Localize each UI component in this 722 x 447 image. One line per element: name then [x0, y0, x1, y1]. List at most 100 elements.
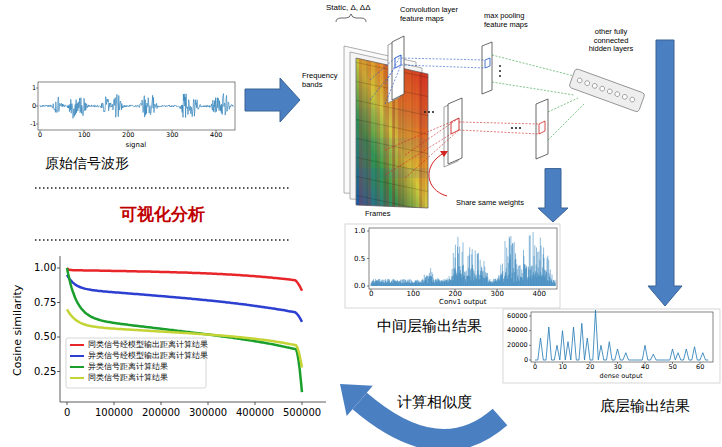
similarity-chart — [57, 256, 326, 405]
tick-label: 100 — [78, 132, 90, 139]
figure-label: max pooling feature maps — [484, 12, 539, 29]
similarity-chart-part — [57, 268, 302, 405]
cnn-illustration-part-part — [354, 178, 430, 188]
tick-label: 0.50 — [34, 331, 56, 343]
cnn-illustration-part-part — [599, 86, 605, 92]
cnn-illustration-part — [385, 118, 539, 178]
cnn-illustration-part-part — [354, 138, 430, 154]
cnn-illustration-part — [499, 65, 501, 67]
tick-label: 100 — [407, 290, 420, 298]
cnn-illustration-part — [428, 111, 430, 113]
tick-label: 1.0 — [354, 227, 365, 235]
figure-label: Static, Δ, ΔΔ — [326, 3, 371, 12]
conv1-chart — [345, 224, 560, 308]
legend-text: 异类信号距离计算结果 — [88, 363, 168, 372]
legend-swatch — [70, 344, 84, 347]
tick-label: 0.0 — [354, 282, 365, 290]
tick-label: 100000 — [95, 407, 133, 419]
axis-title: signal — [126, 141, 147, 149]
conv1-chart-part — [369, 228, 557, 289]
tick-label: 200 — [449, 290, 462, 298]
signal-chart-part — [40, 94, 233, 119]
cnn-illustration-part — [448, 98, 462, 164]
cnn-illustration-part-part — [622, 94, 628, 100]
tick-label: 1.00 — [34, 262, 56, 274]
tick-label: 60 — [696, 364, 704, 371]
cnn-illustration-part-part — [412, 55, 413, 212]
tick-label: 20000 — [507, 342, 528, 349]
arrow-head — [340, 384, 373, 416]
block-arrow — [538, 169, 568, 222]
flow-arrow — [538, 169, 568, 222]
cnn-illustration-part — [519, 127, 521, 129]
similarity-chart-part — [67, 268, 302, 392]
cnn-illustration-part-part — [354, 195, 430, 211]
cnn-illustration-part-part — [354, 128, 430, 138]
cnn-illustration-part — [482, 42, 492, 94]
tick-label: 400 — [533, 290, 546, 298]
legend-text: 同类信号距离计算结果 — [88, 374, 168, 383]
figure-label: Share same weights — [456, 199, 524, 208]
tick-label: 500000 — [283, 407, 321, 419]
cnn-illustration-part-part — [358, 55, 359, 212]
cnn-illustration — [336, 14, 645, 212]
cnn-illustration-part-part — [577, 77, 583, 83]
cnn-illustration-part-part — [354, 138, 430, 148]
cnn-illustration-part — [492, 55, 584, 140]
cnn-illustration-part — [370, 55, 485, 104]
tick-label: 0 — [533, 364, 537, 371]
similarity-chart-part — [67, 275, 302, 322]
tick-label: 0 — [32, 103, 36, 110]
tick-label: 20 — [586, 364, 594, 371]
figure-label: Convolution layer feature maps — [400, 6, 478, 23]
dotted-separator — [35, 188, 290, 240]
signal-chart — [36, 82, 235, 132]
cnn-illustration-part-part — [584, 80, 590, 86]
caption: 原始信号波形 — [45, 155, 129, 171]
cnn-illustration-part-part — [354, 119, 430, 135]
flow-arrow — [340, 384, 500, 440]
cnn-illustration-part-part — [354, 118, 430, 128]
tick-label: 200000 — [142, 407, 180, 419]
tick-label: 40000 — [507, 327, 528, 334]
cnn-illustration-part-part — [569, 68, 645, 112]
cnn-illustration-part-part — [354, 100, 430, 116]
tick-label: 200 — [122, 132, 134, 139]
dotted-separator-part — [35, 239, 290, 241]
similarity-chart-part — [60, 256, 326, 402]
tick-label: 400000 — [236, 407, 274, 419]
axis-title: dense output — [600, 373, 643, 380]
axis-title: Conv1 output — [439, 298, 487, 306]
cnn-illustration-part — [485, 58, 490, 68]
dense-chart-part — [503, 309, 720, 383]
flow-arrow — [648, 40, 682, 306]
tick-label: 40 — [641, 364, 649, 371]
cnn-illustration-part — [539, 121, 545, 134]
cnn-illustration-part — [511, 127, 513, 129]
tick-label: 60000 — [507, 313, 528, 320]
figure-label: Frequency bands — [302, 72, 342, 89]
cnn-illustration-part-part — [367, 55, 368, 212]
cnn-illustration-part — [336, 14, 366, 22]
tick-label: 10 — [559, 364, 567, 371]
cnn-illustration-part-part — [385, 55, 386, 212]
cnn-illustration-part — [499, 75, 501, 77]
cnn-illustration-part — [395, 55, 401, 68]
signal-chart-part — [36, 88, 216, 132]
legend-swatch — [70, 377, 84, 380]
cnn-illustration-part-part — [614, 91, 620, 97]
cnn-illustration-part-part — [629, 97, 635, 103]
conv1-chart-part — [345, 224, 560, 308]
figure-label: other fully connected hidden layers — [585, 28, 637, 54]
figure-label: Frames — [365, 210, 390, 219]
cnn-illustration-part-part — [607, 88, 613, 94]
tick-label: 300 — [491, 290, 504, 298]
block-arrow — [245, 78, 300, 122]
section-title: 可视化分析 — [120, 205, 205, 225]
signal-chart-part — [38, 82, 235, 130]
cnn-illustration-part — [515, 127, 517, 129]
cnn-illustration-part-part — [354, 108, 430, 118]
tick-label: 50 — [669, 364, 677, 371]
tick-label: 30 — [614, 364, 622, 371]
